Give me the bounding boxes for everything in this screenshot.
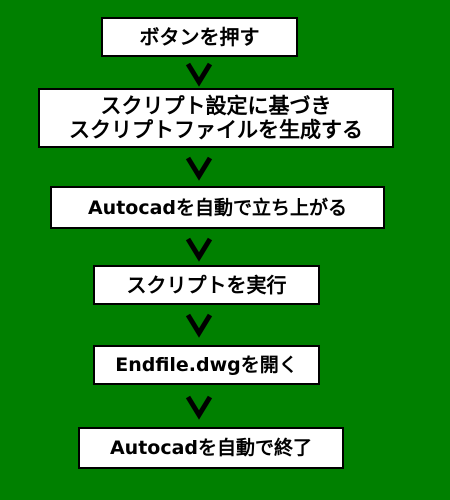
arrow-down-icon <box>184 152 214 182</box>
step-label: ボタンを押す <box>139 25 260 49</box>
step-press-button: ボタンを押す <box>101 17 298 57</box>
arrow-down-icon <box>184 58 214 88</box>
step-label: Endfile.dwgを開く <box>115 354 298 376</box>
step-close-autocad: Autocadを自動で終了 <box>78 427 344 469</box>
step-label: Autocadを自動で終了 <box>109 437 313 459</box>
step-launch-autocad: Autocadを自動で立ち上がる <box>50 186 385 229</box>
step-open-endfile: Endfile.dwgを開く <box>93 345 320 385</box>
step-run-script: スクリプトを実行 <box>93 265 320 305</box>
step-label-line-2: スクリプトファイルを生成する <box>69 118 363 142</box>
step-generate-script: スクリプト設定に基づき スクリプトファイルを生成する <box>38 88 394 148</box>
step-label-line-1: スクリプト設定に基づき <box>100 94 332 118</box>
arrow-down-icon <box>184 309 214 339</box>
arrow-down-icon <box>184 391 214 421</box>
step-label: スクリプトを実行 <box>126 273 287 297</box>
arrow-down-icon <box>184 233 214 263</box>
step-label: Autocadを自動で立ち上がる <box>87 196 348 219</box>
